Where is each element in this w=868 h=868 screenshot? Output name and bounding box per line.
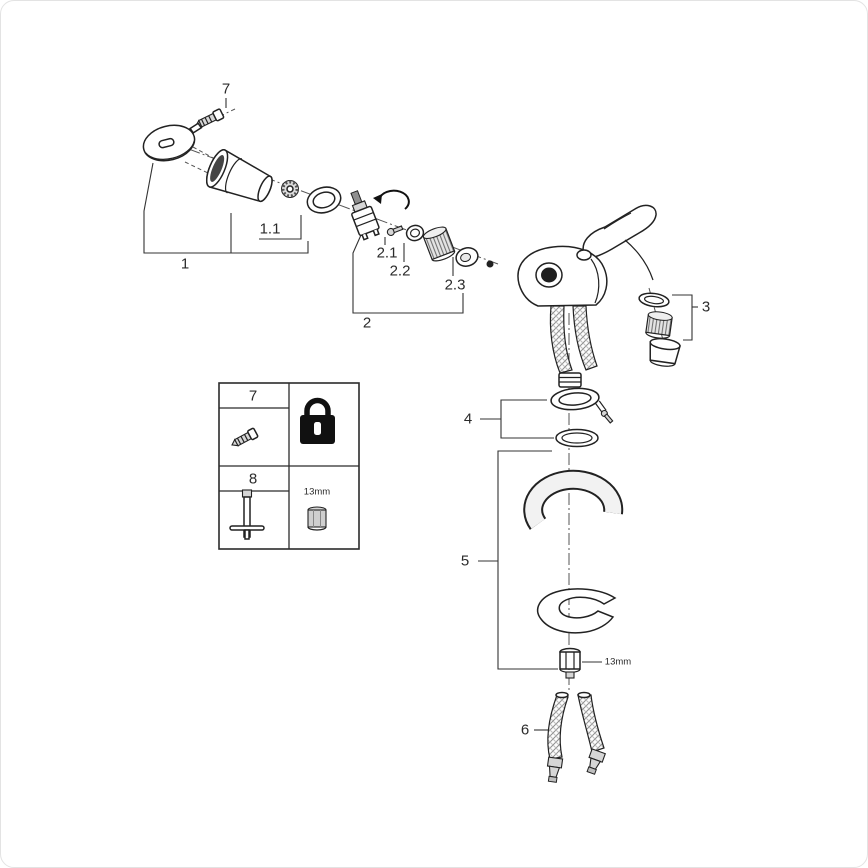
mounting-clamp-ring bbox=[550, 387, 614, 424]
supply-hose-upper bbox=[549, 305, 598, 388]
retaining-ring bbox=[306, 186, 342, 214]
callout-6: 6 bbox=[520, 721, 530, 739]
aerator-housing bbox=[649, 337, 681, 367]
mounting-nut bbox=[559, 647, 581, 679]
aerator-insert bbox=[645, 311, 673, 339]
legend-number-8: 8 bbox=[248, 470, 258, 488]
handle-cap bbox=[142, 122, 203, 162]
callout-2-2: 2.2 bbox=[389, 262, 411, 280]
splined-adapter bbox=[281, 180, 299, 198]
socket-wrench-icon bbox=[307, 506, 327, 531]
callout-lines bbox=[143, 98, 698, 731]
base-o-ring bbox=[555, 428, 599, 448]
callout-2-1: 2.1 bbox=[376, 244, 398, 262]
callout-3: 3 bbox=[701, 298, 711, 316]
o-ring-small bbox=[405, 224, 425, 242]
callout-1: 1 bbox=[180, 255, 190, 273]
cartridge-screw bbox=[386, 225, 404, 237]
padlock-icon bbox=[300, 397, 335, 444]
assembly-dashes bbox=[184, 146, 216, 175]
callout-7-top: 7 bbox=[221, 80, 231, 98]
legend-number-7: 7 bbox=[248, 387, 258, 405]
faucet-body bbox=[517, 204, 657, 307]
aerator-o-ring bbox=[638, 292, 670, 308]
legend-socket-size: 13mm bbox=[303, 486, 331, 498]
knurled-sleeve bbox=[422, 226, 456, 262]
callout-5: 5 bbox=[460, 552, 470, 570]
legend-box bbox=[218, 382, 360, 550]
seal-disc bbox=[455, 247, 479, 267]
stabilizing-plate bbox=[523, 469, 624, 530]
callout-2-3: 2.3 bbox=[444, 276, 466, 294]
supply-hoses bbox=[546, 691, 606, 783]
handle-knob bbox=[205, 149, 273, 203]
horseshoe-washer bbox=[536, 588, 617, 634]
callout-1-1: 1.1 bbox=[259, 220, 281, 238]
nut-size-label: 13mm bbox=[604, 656, 632, 668]
mounting-tool-icon bbox=[229, 489, 265, 540]
callout-2: 2 bbox=[362, 314, 372, 332]
cartridge bbox=[350, 190, 380, 241]
grub-screw bbox=[194, 108, 225, 128]
legend-screw-icon bbox=[231, 427, 259, 447]
callout-4: 4 bbox=[463, 410, 473, 428]
ball-bearing bbox=[486, 260, 494, 268]
rotation-arrow-icon bbox=[373, 189, 410, 210]
